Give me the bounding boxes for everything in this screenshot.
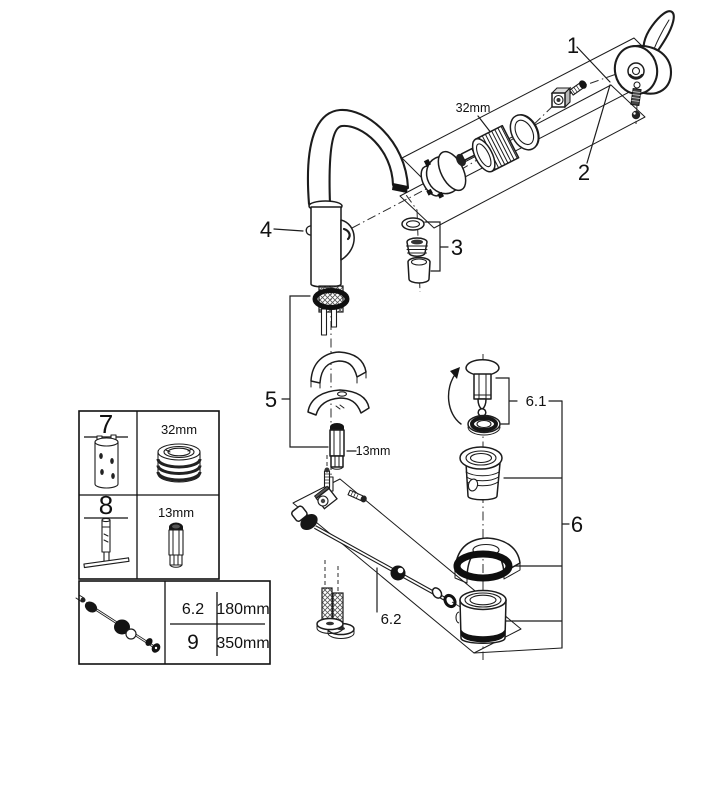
length-val-350mm: 350mm (216, 635, 269, 652)
dimension-32mm: 32mm (456, 101, 491, 115)
callout-leader-lines (273, 46, 611, 649)
tools-table (78, 410, 220, 580)
tool-socket-7 (94, 434, 119, 489)
tool-ref-7: 7 (99, 409, 113, 439)
callout-2: 2 (578, 160, 590, 185)
rod-washer (431, 587, 443, 599)
drain-lower-body (459, 599, 507, 644)
length-ref-6-2: 6.2 (182, 601, 204, 618)
metal-washer (307, 389, 370, 416)
leader-1 (576, 46, 611, 83)
drain-o-ring (453, 550, 513, 582)
faucet-body-group (305, 108, 410, 336)
body-clip (305, 225, 311, 236)
rod-kit-drawing (75, 594, 161, 653)
rod-o-ring (443, 593, 457, 609)
exploded-plane-lines (292, 37, 669, 654)
bracket-3 (424, 221, 449, 272)
drain-group (447, 359, 521, 644)
length-val-180mm: 180mm (216, 601, 269, 618)
rod-knob (300, 513, 318, 531)
adapter-fitting (550, 86, 572, 109)
rod-length-table (75, 580, 271, 665)
callout-6: 6 (571, 512, 583, 537)
length-ref-9: 9 (187, 631, 199, 654)
tool-size-13mm: 13mm (158, 505, 194, 520)
plug-cap (465, 359, 500, 377)
cartridge-ring-32mm (471, 124, 520, 173)
tool-bolt-13mm (168, 522, 184, 568)
bracket-5 (281, 295, 329, 448)
handle-set-screw (630, 87, 642, 107)
cartridge-group (420, 80, 587, 199)
shank-o-ring (312, 288, 350, 310)
tool-size-32mm: 32mm (161, 422, 197, 437)
leader-4 (273, 228, 304, 232)
popup-rod-group (291, 467, 457, 639)
mounting-studs (316, 587, 355, 639)
rod-ball-joint (390, 565, 406, 581)
handle-group (613, 10, 675, 120)
callout-6-2: 6.2 (381, 611, 402, 628)
mounting-group (307, 288, 370, 492)
rubber-gasket (310, 351, 367, 384)
handle-cap-plug (631, 110, 641, 120)
clamp-screw (347, 489, 367, 503)
callout-1: 1 (567, 33, 579, 58)
pivot-screw (323, 470, 331, 488)
supply-hose-end (320, 308, 328, 336)
callout-5: 5 (265, 387, 277, 412)
spout (306, 108, 410, 206)
mounting-bolt (329, 429, 345, 457)
tool-ref-8: 8 (99, 490, 113, 520)
callout-4: 4 (260, 217, 272, 242)
aerator-group (401, 217, 431, 284)
dimension-13mm: 13mm (356, 444, 391, 458)
tool-t-wrench-8 (83, 517, 130, 569)
rotation-arrow (447, 372, 462, 425)
cap-ring (509, 113, 540, 151)
bracket-6-1 (495, 377, 563, 425)
body-cylinder (310, 206, 342, 288)
labels: 1 2 3 4 5 6 6.1 6.2 32mm 13mm 7 32mm 8 1… (99, 33, 590, 654)
callout-3: 3 (451, 235, 463, 260)
callout-6-1: 6.1 (526, 393, 547, 410)
leader-2 (586, 84, 611, 164)
tool-ring-32mm (156, 443, 202, 483)
screw (569, 80, 587, 96)
spout-outlet (392, 183, 408, 193)
bracket-6 (503, 400, 570, 649)
